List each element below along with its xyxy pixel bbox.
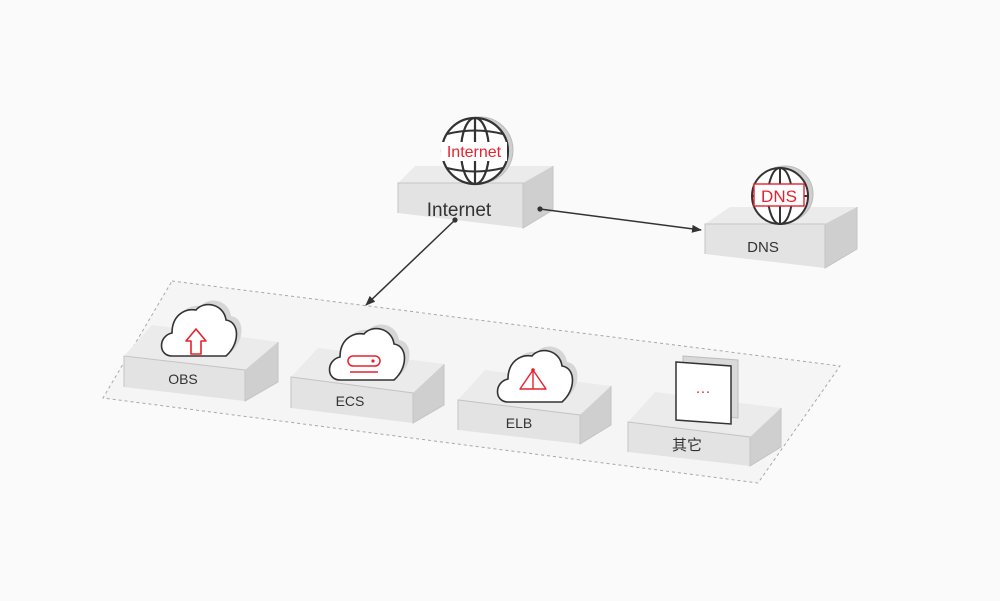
internet-platform: [397, 166, 554, 229]
service-node-ecs[interactable]: ECS: [290, 324, 445, 424]
internet-node[interactable]: Internet Internet: [397, 116, 554, 229]
globe-icon: DNS: [751, 165, 814, 225]
globe-icon: Internet: [440, 116, 514, 186]
dns-platform: [704, 207, 858, 269]
cloud-server-icon: [328, 324, 410, 381]
obs-label: OBS: [168, 371, 198, 387]
other-icon-dots: ···: [696, 383, 711, 400]
internet-icon-text: Internet: [447, 144, 502, 161]
service-node-other[interactable]: ··· 其它: [627, 355, 782, 467]
dns-node[interactable]: DNS DNS: [704, 165, 858, 269]
service-node-elb[interactable]: ELB: [457, 346, 612, 445]
ecs-label: ECS: [336, 393, 365, 409]
connector-internet-services: [365, 217, 458, 306]
connector-internet-dns: [537, 206, 702, 233]
document-more-icon: ···: [675, 355, 739, 425]
elb-label: ELB: [506, 415, 532, 431]
dns-icon-text: DNS: [761, 187, 797, 206]
dns-label: DNS: [747, 239, 779, 256]
cloud-balancer-icon: [496, 346, 578, 403]
internet-label: Internet: [427, 200, 492, 221]
other-label: 其它: [672, 436, 702, 454]
service-node-obs[interactable]: OBS: [123, 300, 279, 402]
cloud-upload-icon: [160, 300, 242, 357]
